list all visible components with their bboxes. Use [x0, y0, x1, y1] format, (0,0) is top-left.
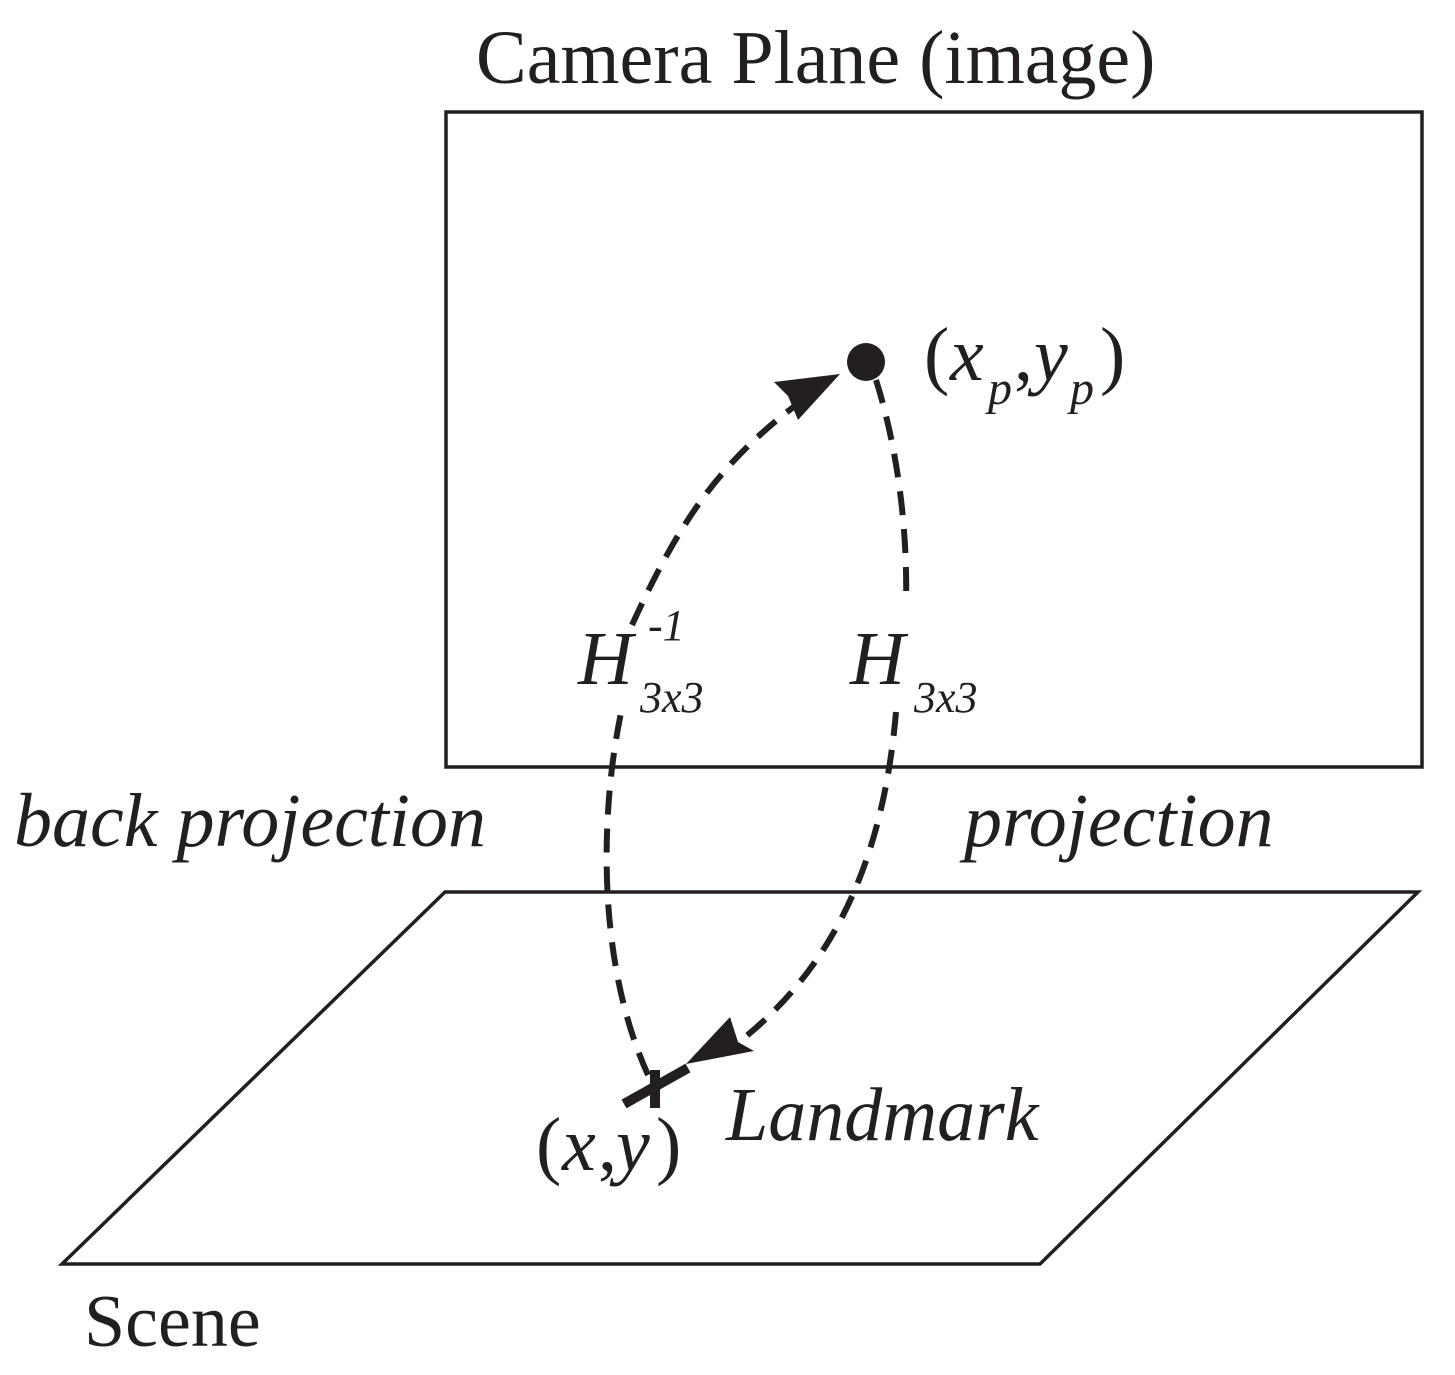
- image-point-comma: ,: [1014, 313, 1033, 397]
- homography-symbol: H: [849, 617, 909, 701]
- camera-plane-rectangle: [444, 110, 1424, 769]
- image-point-y-subscript: p: [1067, 362, 1094, 415]
- camera-plane-title: Camera Plane (image): [476, 16, 1155, 100]
- homography-label: H 3x3: [849, 617, 978, 722]
- projection-path: [742, 711, 899, 1041]
- inverse-homography-symbol: H: [577, 617, 637, 701]
- scene-point-x: x: [561, 1103, 596, 1187]
- projection-label: projection: [959, 779, 1274, 863]
- projection-arrowhead: [686, 1017, 754, 1064]
- image-point-label: ( x p , y p ): [924, 313, 1125, 415]
- scene-point-label: ( x , y ): [536, 1103, 681, 1187]
- image-point-x-subscript: p: [985, 362, 1012, 415]
- back-projection-path-upper: [629, 399, 802, 627]
- back-projection-arrowhead: [774, 374, 840, 420]
- back-projection-path: [603, 707, 651, 1077]
- scene-label: Scene: [84, 1281, 261, 1363]
- image-point-dot: [847, 343, 885, 381]
- image-point-close-paren: ): [1100, 313, 1125, 397]
- inverse-homography-label: H -1 3x3: [577, 601, 704, 722]
- scene-point-y: y: [609, 1103, 650, 1187]
- scene-point-comma: ,: [598, 1103, 617, 1187]
- inverse-homography-subscript: 3x3: [639, 673, 704, 722]
- image-point-y: y: [1027, 313, 1068, 397]
- scene-point-close-paren: ): [656, 1103, 681, 1187]
- scene-plane: [57, 890, 1423, 1266]
- homography-subscript: 3x3: [913, 673, 978, 722]
- scene-point-open-paren: (: [536, 1103, 561, 1187]
- back-projection-label: back projection: [14, 779, 486, 863]
- landmark-label: Landmark: [725, 1073, 1040, 1157]
- inverse-homography-superscript: -1: [648, 601, 685, 650]
- image-point-open-paren: (: [924, 313, 949, 397]
- projection-path-upper: [873, 379, 910, 606]
- image-point-x: x: [949, 313, 984, 397]
